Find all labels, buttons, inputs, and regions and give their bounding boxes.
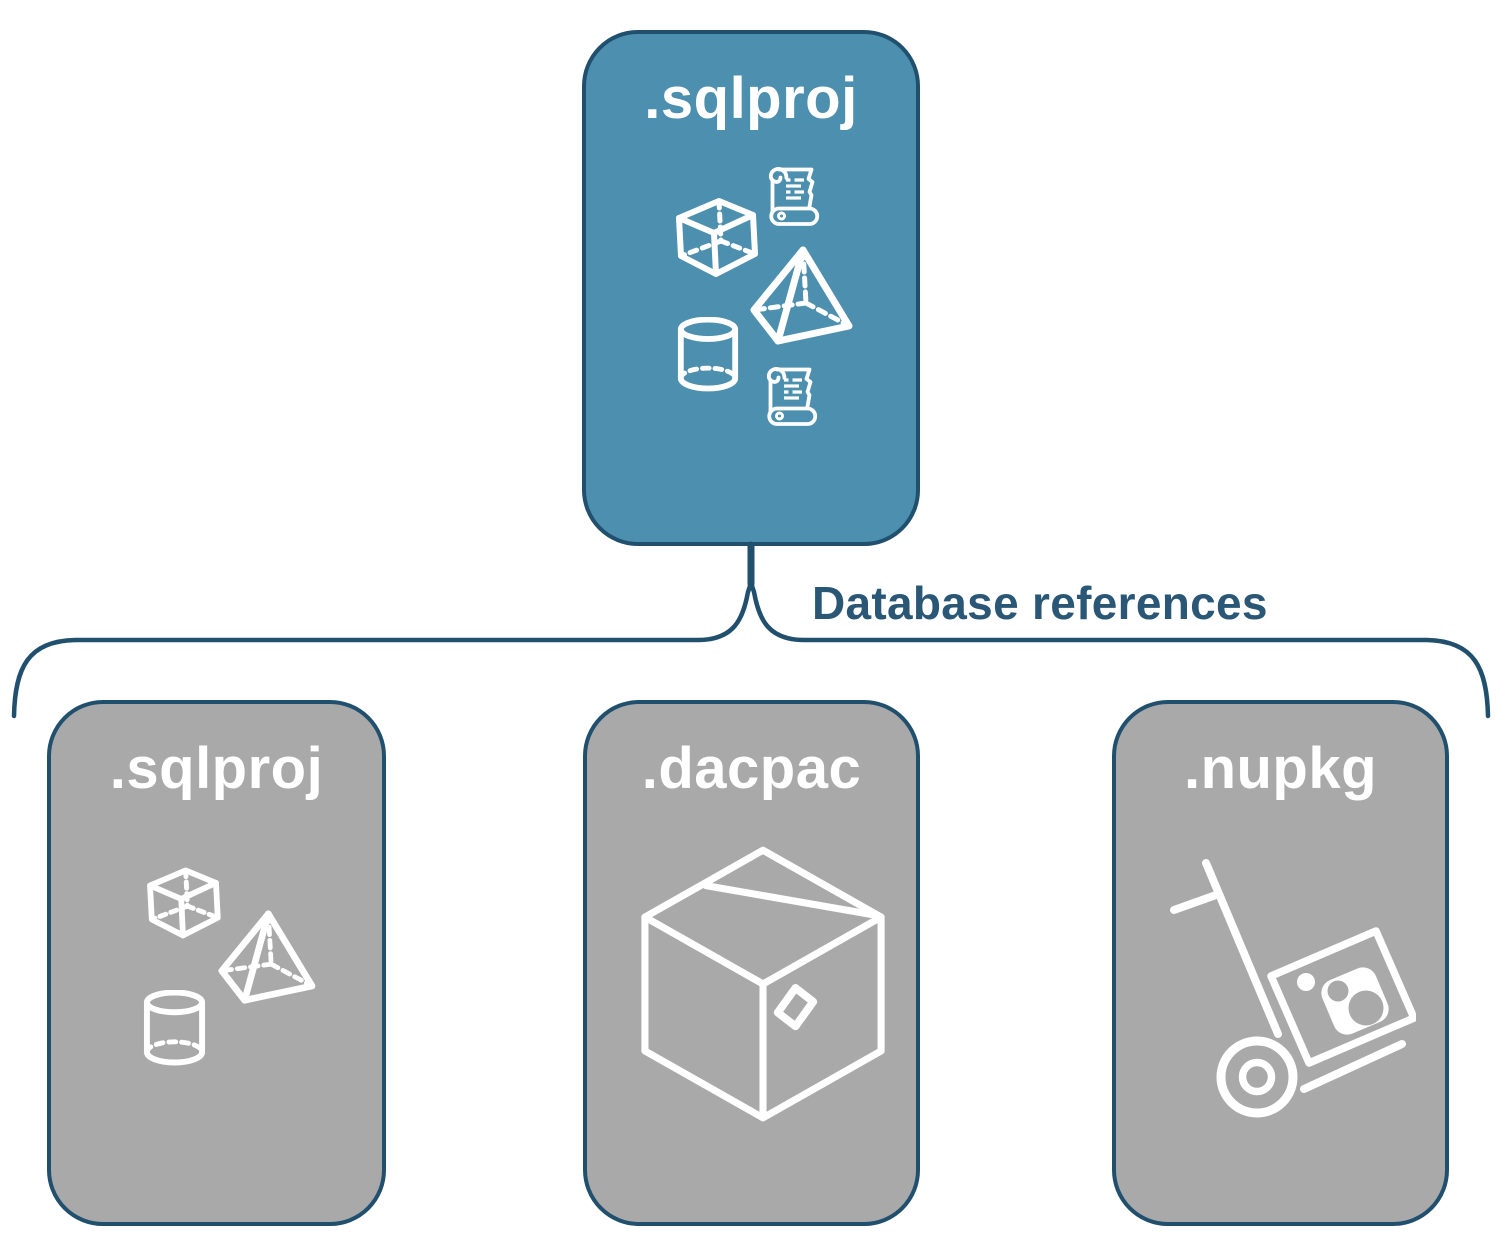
child-card-sqlproj: .sqlproj	[47, 700, 386, 1226]
script-scroll-icon	[766, 367, 818, 426]
child-card-label: .nupkg	[1183, 736, 1378, 801]
script-scroll-icon	[768, 167, 820, 226]
root-card-label: .sqlproj	[644, 66, 858, 131]
pyramid-icon	[218, 910, 316, 1004]
connector-label: Database references	[812, 577, 1268, 629]
child-card-label: .sqlproj	[109, 736, 324, 801]
pyramid-icon	[750, 246, 853, 345]
brace-connector	[11, 541, 1491, 719]
cube-icon	[676, 198, 758, 277]
cylinder-icon	[677, 317, 739, 392]
cylinder-icon	[143, 990, 206, 1066]
child-card-dacpac: .dacpac	[583, 700, 920, 1226]
cube-icon	[147, 867, 221, 939]
package-box-icon	[641, 846, 885, 1122]
child-card-nupkg: .nupkg	[1112, 700, 1449, 1226]
root-card-sqlproj: .sqlproj	[582, 30, 920, 546]
nuget-hand-truck-icon	[1170, 859, 1416, 1118]
child-card-label: .dacpac	[641, 736, 862, 801]
